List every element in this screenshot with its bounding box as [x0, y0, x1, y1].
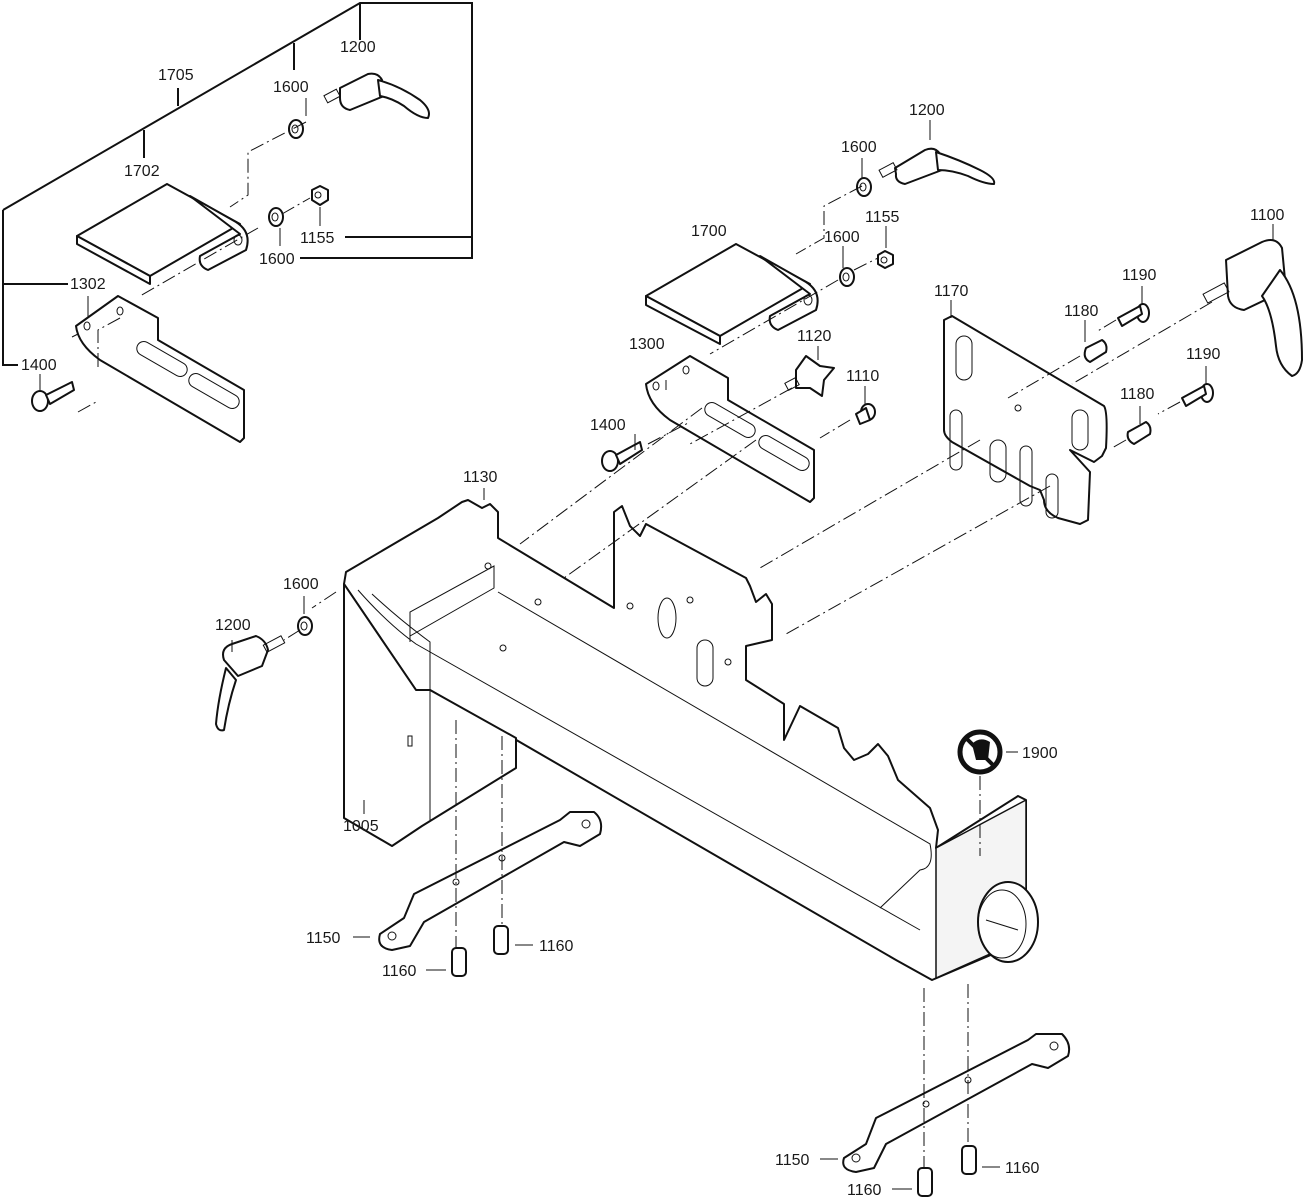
label-1600: 1600: [283, 576, 319, 593]
label-1150: 1150: [775, 1152, 810, 1169]
clamping-lever-1200-bottom-left: [215, 635, 286, 732]
label-1100: 1100: [1250, 207, 1285, 224]
label-1190: 1190: [1122, 267, 1157, 284]
label-1155: 1155: [865, 209, 900, 226]
label-1130: 1130: [463, 469, 498, 486]
label-1700: 1700: [691, 223, 727, 240]
clamping-lever-1200-top-left: [323, 72, 430, 119]
screw-1160-a: [451, 947, 467, 977]
frame-holes: [484, 562, 732, 687]
washer-1600-bottom-left: [297, 616, 313, 636]
washer-1600-top-left-lower: [268, 207, 284, 227]
label-1600: 1600: [841, 139, 877, 156]
leader-lines: [39, 98, 1274, 1190]
label-1200: 1200: [340, 39, 376, 56]
label-1705: 1705: [158, 67, 194, 84]
label-1190: 1190: [1186, 346, 1221, 363]
label-1600: 1600: [824, 229, 860, 246]
assembly-axes-top-left: [71, 121, 311, 413]
part-labels: 1705 1200 1600 1702 1155 1600 1302 1400 …: [21, 39, 1285, 1199]
label-1160: 1160: [539, 938, 574, 955]
screw-1160-b: [493, 925, 509, 955]
label-1400: 1400: [21, 357, 57, 374]
screw-1190-lower: [1181, 383, 1214, 407]
label-1180: 1180: [1064, 303, 1099, 320]
assembly-1705-bracket: [2, 1, 473, 366]
washer-1600-top-left: [288, 119, 304, 139]
foot-bracket-1150-right: [842, 1033, 1071, 1173]
do-not-touch-hand-icon: [957, 729, 1003, 775]
label-1200: 1200: [215, 617, 251, 634]
side-panel-1005: [343, 583, 517, 847]
nut-1155-middle: [877, 250, 894, 269]
screw-1400-left: [31, 381, 75, 412]
guard-plate-1700: [645, 243, 819, 345]
spacer-1180-lower: [1126, 421, 1152, 445]
label-1160: 1160: [1005, 1160, 1040, 1177]
label-1400: 1400: [590, 417, 626, 434]
label-1120: 1120: [797, 328, 832, 345]
washer-1600-middle-upper: [856, 177, 872, 197]
label-1160: 1160: [847, 1182, 882, 1199]
label-1150: 1150: [306, 930, 341, 947]
clamping-lever-1200-middle: [878, 147, 996, 185]
bracket-1300: [645, 355, 815, 503]
screw-1110: [855, 403, 876, 425]
label-1900: 1900: [1022, 745, 1058, 762]
guard-plate-1702: [76, 183, 249, 285]
bracket-1302: [75, 295, 245, 443]
clamping-lever-1100: [1202, 239, 1303, 377]
spacer-1180-upper: [1083, 339, 1108, 363]
screw-1160-d: [961, 1145, 977, 1175]
label-1600: 1600: [273, 79, 309, 96]
washer-1600-middle-lower: [839, 267, 855, 287]
label-1170: 1170: [934, 283, 969, 300]
label-1600: 1600: [259, 251, 295, 268]
screw-1400-middle: [601, 441, 643, 472]
label-1300: 1300: [629, 336, 665, 353]
dust-port: [977, 881, 1039, 963]
assembly-axes-main: [283, 185, 1213, 1168]
screw-1160-c: [917, 1167, 933, 1197]
label-1160: 1160: [382, 963, 417, 980]
label-1702: 1702: [124, 163, 160, 180]
mounting-plate-1170: [943, 315, 1108, 525]
label-1155: 1155: [300, 230, 335, 247]
label-1200: 1200: [909, 102, 945, 119]
label-1180: 1180: [1120, 386, 1155, 403]
label-1005: 1005: [343, 818, 379, 835]
nut-1155-top-left: [311, 185, 329, 206]
label-1302: 1302: [70, 276, 106, 293]
label-1110: 1110: [846, 368, 879, 385]
star-knob-1120: [784, 355, 835, 397]
screw-1190-upper: [1117, 303, 1150, 327]
